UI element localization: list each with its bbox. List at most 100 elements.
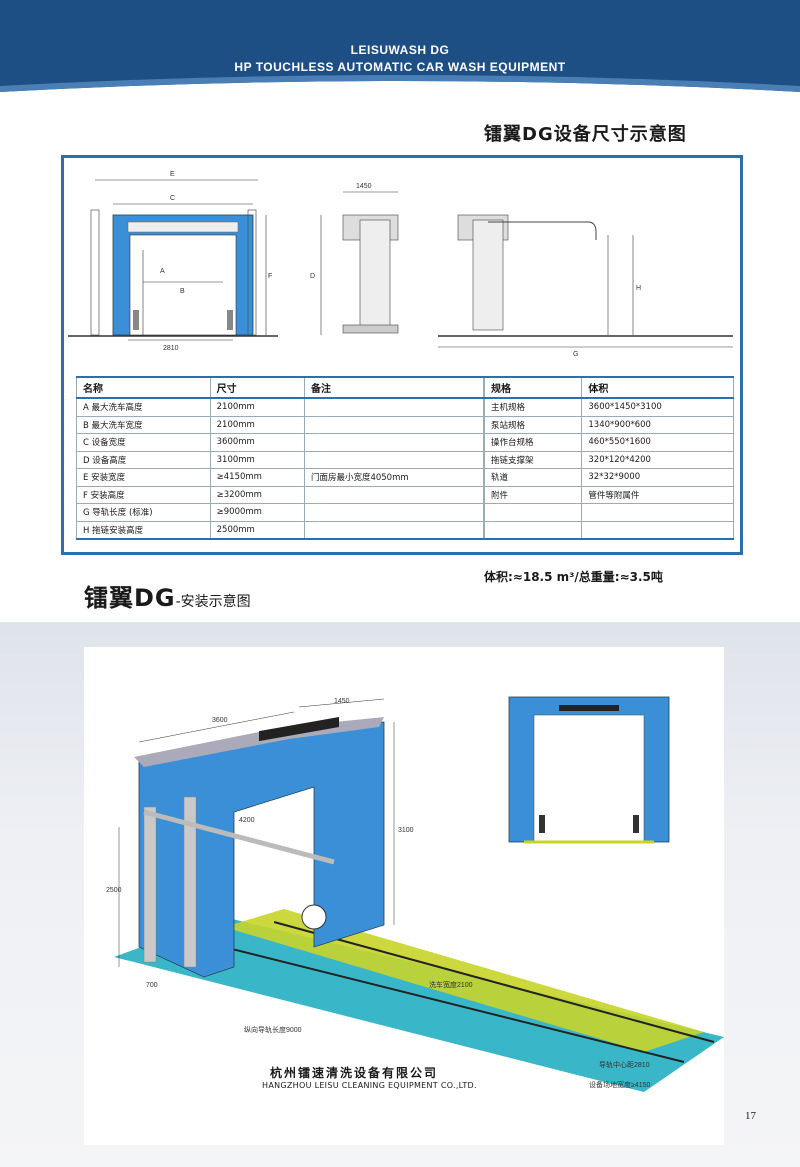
cell: 主机规格 [483,397,583,417]
cell: A 最大洗车高度 [76,397,211,417]
cell: 2100mm [209,397,305,417]
cell [483,520,583,540]
cell: ≥3200mm [209,485,305,504]
cell: 32*32*9000 [581,468,734,487]
dim-label-f: F [268,273,272,280]
rail-left [203,941,685,1063]
dim-site-width: 设备场地宽度≥4150 [589,1080,651,1089]
support-post-mid [183,796,197,968]
dim-3100: 3100 [398,827,414,834]
table-header-size: 尺寸 [209,376,305,399]
dim-label-a: A [160,268,165,275]
dim-label-e: E [170,171,175,178]
drag-chain-support [143,809,335,865]
wash-lane [224,909,704,1052]
install-title-big: 镭翼DG [84,584,176,612]
table-row: F 安装高度≥3200mm [76,485,485,504]
fan-icon [301,904,327,930]
cell: 拖链支撑架 [483,450,583,469]
dim-wash-width: 洗车宽度2100 [429,980,473,989]
dim-label-c: C [170,195,175,202]
table-row [483,520,734,540]
cell [581,520,734,540]
dimension-section-title: 镭翼DG设备尺寸示意图 [484,124,687,145]
table-header-note: 备注 [303,376,485,399]
dim-label-d: D [310,273,315,280]
cell: D 设备高度 [76,450,211,469]
dim-4200: 4200 [239,817,255,824]
cell: 泵站规格 [483,415,583,434]
volume-weight-summary: 体积:≈18.5 m³/总重量:≈3.5吨 [484,570,663,584]
install-title-small: -安装示意图 [175,594,251,610]
table-header-spec: 规格 [483,376,583,399]
cell [483,503,583,522]
cell: 3600mm [209,433,305,452]
dim-rail-length: 纵向导轨长度9000 [244,1025,302,1034]
table-row [483,503,734,522]
dim-2500: 2500 [106,887,122,894]
table-header-name: 名称 [76,376,211,399]
header-subtitle: HP TOUCHLESS AUTOMATIC CAR WASH EQUIPMEN… [234,60,566,74]
cell [303,503,485,522]
cell: ≥4150mm [209,468,305,487]
table-row: 附件管件等附属件 [483,485,734,504]
floor-mat [114,917,724,1092]
header-banner: LEISUWASH DG HP TOUCHLESS AUTOMATIC CAR … [0,0,800,96]
dim-label-h: H [636,285,641,292]
table-header-volume: 体积 [581,376,734,399]
company-name-en: HANGZHOU LEISU CLEANING EQUIPMENT CO.,LT… [262,1081,477,1090]
front-view: E C A B F 2810 [68,171,278,352]
cell: C 设备宽度 [76,433,211,452]
long-view: H G [438,214,733,358]
cell: G 导轨长度 (标准) [76,503,211,522]
cell [303,485,485,504]
cell: H 拖链安装高度 [76,520,211,540]
company-name-cn: 杭州镭速清洗设备有限公司 [270,1066,439,1080]
cell: 附件 [483,485,583,504]
dim-3600: 3600 [212,717,228,724]
header-banner-shape [0,0,800,92]
cell: 2100mm [209,415,305,434]
cell: 1340*900*600 [581,415,734,434]
cell [303,520,485,540]
cell [303,450,485,469]
cell [581,503,734,522]
cell: 2500mm [209,520,305,540]
cell: ≥9000mm [209,503,305,522]
cell: F 安装高度 [76,485,211,504]
dim-1450: 1450 [334,698,350,705]
cell: 轨道 [483,468,583,487]
gantry-slot [259,717,339,742]
cell: 管件等附属件 [581,485,734,504]
cell: 320*120*4200 [581,450,734,469]
dim-700: 700 [146,982,158,989]
header-title: LEISUWASH DG [350,43,450,57]
cell [303,415,485,434]
cell: B 最大洗车宽度 [76,415,211,434]
cell: 门面房最小宽度4050mm [303,468,485,487]
dim-label-1450: 1450 [356,183,372,190]
side-view: D 1450 [310,183,399,335]
dim-label-2810: 2810 [163,345,179,352]
page-number: 17 [745,1110,756,1122]
cell: 460*550*1600 [581,433,734,452]
install-illustration-panel: 3600 1450 3100 4200 2500 700 洗车宽度2100 纵向… [84,647,724,1145]
cell [303,397,485,417]
cell: 3100mm [209,450,305,469]
cell: E 安装宽度 [76,468,211,487]
support-post-left [143,806,157,963]
install-section-title: 镭翼DG-安装示意图 [84,578,251,613]
rail-right [273,921,715,1043]
dim-label-g: G [573,351,578,358]
